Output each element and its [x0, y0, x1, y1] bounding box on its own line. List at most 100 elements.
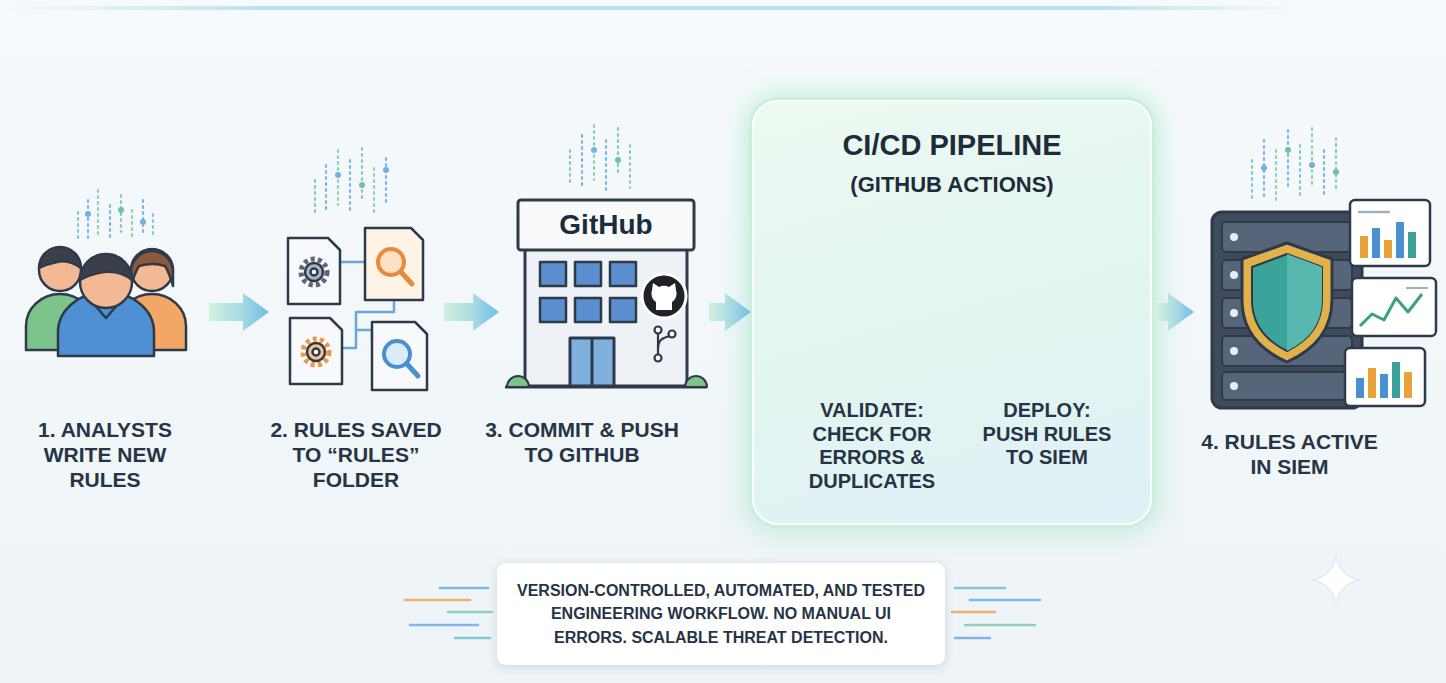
dashboard-panel [1360, 294, 1422, 326]
data-dots [1333, 169, 1339, 175]
connector-arrow [209, 293, 269, 331]
dashboard-panel [1406, 287, 1428, 289]
dashboard-panel [1350, 200, 1430, 266]
file-icon [372, 322, 427, 390]
caption-dashes [955, 637, 990, 640]
branch-symbol [655, 327, 662, 334]
dashboard-panel [1345, 348, 1425, 406]
data-bars [77, 212, 79, 238]
caption-dashes [455, 637, 490, 640]
file-icon [303, 339, 329, 365]
analysts-icon [39, 247, 81, 268]
rules-files-icon [288, 228, 427, 390]
node-label: CI/CD PIPELINE [762, 128, 1142, 162]
file-icon [307, 343, 325, 361]
step-node: 3. COMMIT & PUSH TO GITHUB [500, 200, 705, 490]
caption-dashes [955, 587, 1005, 590]
dashboard-panel [1352, 278, 1436, 336]
pipeline-box: CI/CD PIPELINE(GITHUB ACTIONS)VALIDATE: … [752, 100, 1152, 525]
github-building-icon [518, 200, 694, 250]
data-bars [87, 200, 89, 240]
dashboard-panel [1356, 378, 1364, 398]
data-bars [373, 168, 375, 215]
building-window [575, 262, 601, 286]
data-bars [629, 145, 631, 188]
caption-dashes [952, 611, 995, 614]
building-window [540, 298, 566, 322]
caption-dashes [970, 599, 1040, 602]
data-dots [1261, 165, 1267, 171]
dashboard-panel [1345, 348, 1425, 406]
data-dots [1285, 147, 1291, 153]
siem-server-icon [1242, 243, 1332, 362]
caption-dashes [440, 587, 488, 590]
file-icon [305, 263, 323, 281]
data-dots [118, 207, 124, 213]
data-dots [1309, 162, 1315, 168]
data-bars [1275, 150, 1277, 200]
file-icon [313, 349, 320, 356]
data-bars [152, 214, 154, 238]
server-unit [1222, 372, 1352, 400]
data-bars [361, 148, 363, 200]
node-label: 1. ANALYSTS WRITE NEW RULES [30, 418, 180, 492]
analysts-icon [80, 254, 132, 280]
data-bars [1287, 130, 1289, 190]
connector-arrow [1156, 293, 1194, 331]
siem-server-icon [1212, 200, 1436, 408]
node-label: 2. RULES SAVED TO “RULES” FOLDER [266, 418, 446, 492]
data-bars [581, 135, 583, 188]
building-window [610, 298, 636, 322]
server-led [1230, 233, 1238, 390]
github-building-icon [505, 386, 707, 389]
data-dots [85, 211, 91, 217]
data-bars [1335, 138, 1337, 192]
dashboard-panel [1368, 368, 1376, 398]
server-led [1230, 347, 1238, 355]
file-icon [290, 318, 342, 384]
file-links [356, 330, 372, 340]
dashboard-panel [1380, 374, 1388, 398]
github-building-icon [591, 338, 594, 386]
building-window [540, 262, 636, 322]
data-bars [109, 205, 111, 240]
dashboard-panel [1396, 222, 1404, 258]
file-links [340, 261, 365, 264]
data-dots [383, 167, 389, 173]
data-bars [97, 190, 99, 236]
data-bars [120, 195, 122, 232]
data-bars [325, 165, 327, 212]
file-icon [288, 238, 340, 304]
data-dots [335, 172, 341, 178]
data-bars [349, 160, 351, 214]
sparkle [1312, 556, 1360, 604]
dashboard-panel [1392, 362, 1400, 398]
dashboard-panel [1384, 240, 1392, 258]
github-building-icon [642, 274, 686, 318]
github-building-icon [685, 376, 707, 387]
data-dots [591, 147, 597, 153]
caption-dashes [965, 624, 1035, 627]
node-label: DEPLOY: PUSH RULES TO SIEM [978, 399, 1116, 470]
server-led [1230, 382, 1238, 390]
branch-symbol [655, 355, 662, 362]
data-dots [359, 182, 365, 188]
dashboard-panel [1350, 200, 1430, 266]
github-building-icon [570, 338, 614, 386]
dashboard-panel [1372, 228, 1380, 258]
data-bars [131, 210, 133, 240]
server-led [1230, 309, 1238, 317]
dashboard-panel [1404, 372, 1412, 398]
dashboard-panel [1352, 278, 1436, 336]
analysts-icon [26, 247, 186, 356]
github-building-icon [507, 376, 529, 387]
file-icon [288, 238, 340, 304]
node-label: 3. COMMIT & PUSH TO GITHUB [482, 418, 682, 468]
siem-server-icon [1252, 254, 1322, 351]
caption-dashes [410, 624, 478, 627]
analysts-icon [131, 249, 173, 291]
analysts-icon [131, 251, 173, 286]
data-bars [142, 200, 144, 234]
data-bars [569, 150, 571, 185]
